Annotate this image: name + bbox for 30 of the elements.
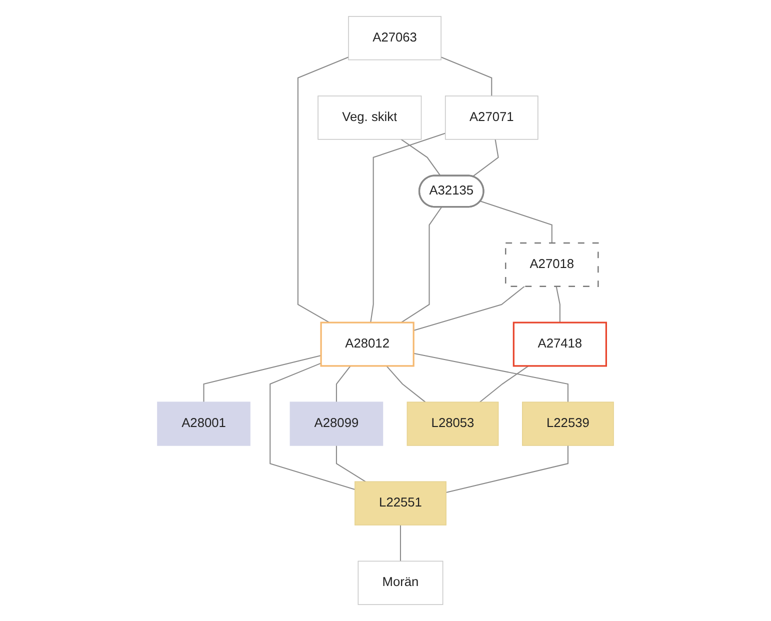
connector [472,139,499,177]
node-box: Veg. skikt [318,96,422,140]
connector [336,445,366,482]
connector [440,56,492,96]
node-box: A27018 [505,242,599,287]
connector [480,200,552,243]
connector [400,206,442,323]
connector [270,362,356,490]
node-box: L28053 [406,402,499,446]
connector [370,132,446,323]
node-box: A28012 [320,322,414,367]
connector [400,525,402,562]
connector [336,366,351,402]
connector [400,138,441,176]
node-box: L22551 [354,481,446,526]
node-box: A27418 [512,322,607,367]
node-box: L22539 [522,402,614,446]
connector [479,366,529,402]
node-box: Morän [358,560,444,605]
connector [297,56,349,323]
connector [203,354,322,402]
connector [413,286,525,332]
node-box: A27071 [444,96,538,140]
connector [446,445,568,494]
node-box: A28001 [157,402,250,446]
connector [413,352,568,402]
node-box: A28099 [290,402,384,446]
connector [556,286,560,323]
node-box: A27063 [348,16,442,60]
connector [386,366,426,402]
